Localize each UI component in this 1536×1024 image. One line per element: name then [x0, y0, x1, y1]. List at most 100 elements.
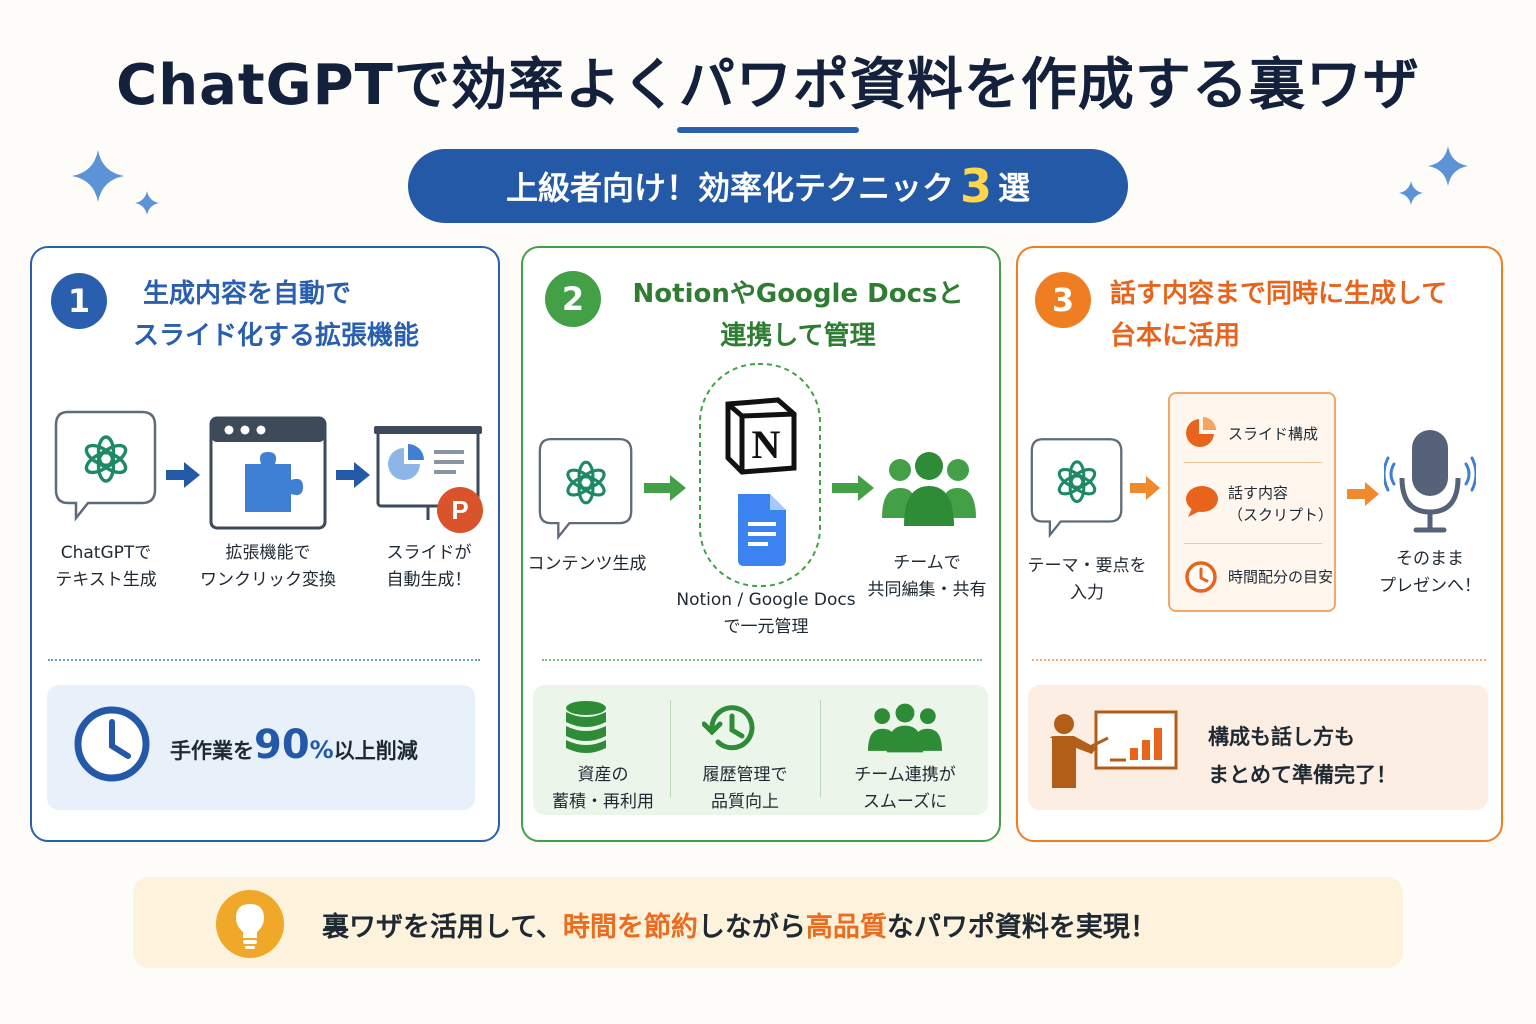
caption-line: そのまま: [1396, 549, 1464, 569]
team-icon: [867, 703, 943, 753]
output-label-slide-structure: スライド構成: [1228, 425, 1319, 443]
benefit-2-caption: 履歴管理で 品質向上: [676, 762, 814, 816]
result-text-after: 以上削減: [333, 739, 418, 763]
caption-line: プレゼンへ！: [1379, 576, 1481, 596]
caption-line: ワンクリック変換: [200, 570, 336, 590]
output-label-script: 話す内容 （スクリプト）: [1228, 482, 1333, 526]
footer-highlight: 時間を節約: [562, 912, 698, 943]
arrow-right-icon: [336, 462, 370, 488]
history-icon: [702, 705, 755, 751]
caption-line: スライドが: [386, 543, 472, 563]
panel-3-heading: 話す内容まで同時に生成して 台本に活用: [1110, 273, 1447, 357]
arrow-right-icon: [166, 462, 200, 488]
benefit-3-caption: チーム連携が スムーズに: [830, 762, 980, 816]
result-text-before: 手作業を: [170, 739, 254, 763]
output-label-line: 話す内容: [1228, 484, 1289, 502]
caption-line: Notion / Google Docs: [676, 590, 856, 610]
footer-text-segment: なパワポ資料を実現！: [886, 912, 1157, 943]
caption-line: 履歴管理で: [702, 765, 788, 785]
panel-2-heading: NotionやGoogle Docsと 連携して管理: [612, 273, 984, 357]
result-unit: %: [309, 736, 334, 764]
caption-line: チームで: [893, 553, 961, 573]
panel-3-heading-line1: 話す内容まで同時に生成して: [1110, 279, 1448, 309]
panel-3-divider: [1032, 659, 1486, 661]
caption-line: 入力: [1070, 583, 1104, 603]
output-label-line: （スクリプト）: [1228, 506, 1334, 524]
output-separator: [1184, 543, 1322, 544]
sparkle-icon: [1399, 181, 1423, 205]
presenter-icon: [1050, 710, 1178, 788]
caption-line: 拡張機能で: [225, 543, 311, 563]
panel-1-result-text: 手作業を90%以上削減: [170, 722, 418, 768]
arrow-right-icon: [1347, 482, 1379, 506]
caption-line: チーム連携が: [854, 765, 956, 785]
footer-message: 裏ワザを活用して、時間を節約しながら高品質なパワポ資料を実現！: [322, 905, 1157, 944]
puzzle-extension-icon: [209, 416, 327, 530]
caption-line: ChatGPTで: [60, 543, 152, 563]
chatgpt-logo-icon: [538, 438, 633, 541]
caption-line: コンテンツ生成: [527, 554, 647, 574]
caption-line: テキスト生成: [55, 570, 157, 590]
chatgpt-logo-icon: [1030, 438, 1123, 539]
slide-presentation-icon: P: [374, 426, 483, 533]
panel-2-heading-line2: 連携して管理: [720, 321, 876, 351]
page-title: ChatGPTで効率よくパワポ資料を作成する裏ワザ: [116, 53, 1420, 118]
panel-2-step-1-caption: コンテンツ生成: [526, 551, 648, 578]
result-line: 構成も話し方も: [1208, 725, 1355, 749]
panel-1-heading-line2: スライド化する拡張機能: [133, 321, 420, 351]
result-value: 90: [254, 722, 310, 768]
panel-2-step-3-caption: チームで 共同編集・共有: [862, 550, 992, 604]
output-label-time: 時間配分の目安: [1228, 568, 1334, 586]
caption-line: テーマ・要点を: [1027, 556, 1147, 576]
panel-2-heading-line1: NotionやGoogle Docsと: [632, 279, 964, 309]
panel-3-step-1-caption: テーマ・要点を 入力: [1022, 553, 1152, 607]
panel-1-step-2-caption: 拡張機能で ワンクリック変換: [196, 540, 340, 594]
panel-1-divider: [48, 659, 480, 661]
footer-text-segment: しながら: [697, 912, 806, 943]
team-icon: [882, 452, 976, 526]
pie-chart-icon: [1186, 417, 1216, 447]
subtitle-suffix: 選: [998, 169, 1031, 207]
arrow-right-icon: [1130, 476, 1160, 500]
result-line: まとめて準備完了！: [1208, 763, 1397, 787]
subtitle-text: 上級者向け！効率化テクニック: [505, 169, 954, 207]
panel-1-heading: 生成内容を自動で スライド化する拡張機能: [133, 273, 419, 357]
footer-highlight: 高品質: [805, 912, 887, 943]
caption-line: で一元管理: [723, 617, 809, 637]
benefit-separator: [820, 700, 821, 798]
benefit-separator: [670, 700, 671, 798]
panel-3-step-2-caption: そのまま プレゼンへ！: [1368, 546, 1492, 600]
lightbulb-icon: [216, 890, 284, 958]
caption-line: 品質向上: [711, 792, 779, 812]
arrow-right-icon: [832, 475, 874, 501]
panel-2-step-2-caption: Notion / Google Docs で一元管理: [670, 587, 862, 641]
footer-banner: [133, 877, 1403, 968]
output-separator: [1184, 462, 1322, 463]
caption-line: 共同編集・共有: [867, 580, 987, 600]
panel-1-number-badge: 1: [51, 273, 107, 329]
sparkle-icon: [1428, 146, 1468, 186]
panel-2-number-badge: 2: [545, 271, 601, 327]
svg-text:P: P: [451, 495, 468, 525]
panel-2-divider: [542, 659, 982, 661]
database-icon: [566, 701, 606, 753]
sparkle-icon: [135, 191, 159, 215]
footer-text-segment: 裏ワザを活用して、: [322, 912, 563, 943]
panel-3-heading-line2: 台本に活用: [1110, 321, 1241, 351]
speech-bubble-icon: [1186, 486, 1218, 517]
panel-1-step-1-caption: ChatGPTで テキスト生成: [50, 540, 162, 594]
caption-line: 資産の: [577, 765, 629, 785]
panel-1-heading-line1: 生成内容を自動で: [143, 279, 352, 309]
title-underline: [677, 127, 859, 133]
caption-line: 自動生成！: [386, 570, 472, 590]
panel-3-number-badge: 3: [1035, 272, 1091, 328]
arrow-right-icon: [644, 475, 686, 501]
chatgpt-logo-icon: [54, 410, 157, 522]
sparkle-icon: [72, 150, 124, 202]
panel-1-step-3-caption: スライドが 自動生成！: [374, 540, 484, 594]
panel-3-result-text: 構成も話し方も まとめて準備完了！: [1208, 718, 1397, 794]
caption-line: スムーズに: [862, 792, 948, 812]
benefit-1-caption: 資産の 蓄積・再利用: [540, 762, 666, 816]
subtitle-number: 3: [959, 159, 992, 213]
microphone-icon: [1384, 430, 1476, 533]
